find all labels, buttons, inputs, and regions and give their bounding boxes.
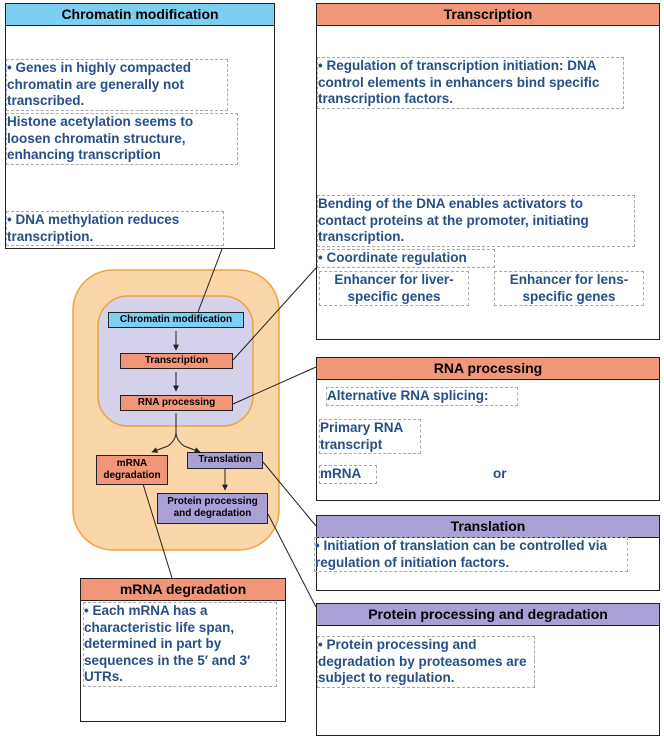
- flow-chromatin-box: Chromatin modification: [108, 312, 244, 328]
- connector-transcription: [232, 267, 317, 361]
- enhancer-liver-label: Enhancer for liver-specific genes: [319, 271, 469, 306]
- enhancer-lens-label: Enhancer for lens-specific genes: [494, 271, 644, 306]
- flow-protein-box: Protein processing and degradation: [157, 493, 268, 524]
- connector-translation: [262, 461, 317, 527]
- transcription-text-3: • Coordinate regulation: [317, 249, 495, 268]
- mrna-degradation-panel: mRNA degradation • Each mRNA has a chara…: [80, 578, 286, 722]
- protein-panel-title: Protein processing and degradation: [317, 604, 659, 626]
- transcription-text-2: Bending of the DNA enables activators to…: [317, 195, 635, 247]
- transcription-panel-title: Transcription: [317, 4, 659, 26]
- connector-protein: [267, 513, 317, 608]
- flow-arrow-split-2: [175, 431, 201, 453]
- primary-transcript-label: Primary RNA transcript: [319, 419, 421, 454]
- translation-text-1: • Initiation of translation can be contr…: [314, 537, 628, 572]
- chromatin-panel: Chromatin modification • Genes in highly…: [5, 3, 275, 249]
- chromatin-panel-title: Chromatin modification: [6, 4, 274, 26]
- translation-panel-title: Translation: [317, 516, 659, 538]
- translation-panel: Translation • Initiation of translation …: [314, 515, 660, 591]
- connector-mrna-degradation: [142, 483, 173, 579]
- chromatin-text-3: • DNA methylation reduces transcription.: [6, 211, 224, 246]
- transcription-text-1: • Regulation of transcription initiation…: [317, 57, 624, 109]
- mrna-degradation-panel-title: mRNA degradation: [81, 579, 285, 601]
- rna-processing-panel-title: RNA processing: [317, 358, 659, 380]
- or-label: or: [493, 466, 507, 481]
- flow-translation-box: Translation: [187, 452, 263, 469]
- alt-splicing-label: Alternative RNA splicing:: [326, 387, 518, 406]
- protein-panel: Protein processing and degradation • Pro…: [316, 603, 660, 736]
- mrna-label: mRNA: [319, 465, 377, 484]
- chromatin-text-2: Histone acetylation seems to loosen chro…: [6, 113, 238, 165]
- flow-transcription-box: Transcription: [120, 353, 233, 369]
- flow-rna-processing-box: RNA processing: [120, 395, 233, 411]
- chromatin-text-1: • Genes in highly compacted chromatin ar…: [6, 59, 228, 111]
- connector-chromatin: [197, 248, 223, 313]
- connector-rna-processing: [232, 366, 317, 405]
- rna-processing-panel: RNA processing Alternative RNA splicing:…: [316, 357, 660, 501]
- transcription-panel: Transcription • Regulation of transcript…: [316, 3, 660, 340]
- protein-text-1: • Protein processing and degradation by …: [317, 636, 535, 688]
- mrna-degradation-text-1: • Each mRNA has a characteristic life sp…: [83, 602, 277, 687]
- flow-mrna-degradation-box: mRNA degradation: [96, 455, 168, 485]
